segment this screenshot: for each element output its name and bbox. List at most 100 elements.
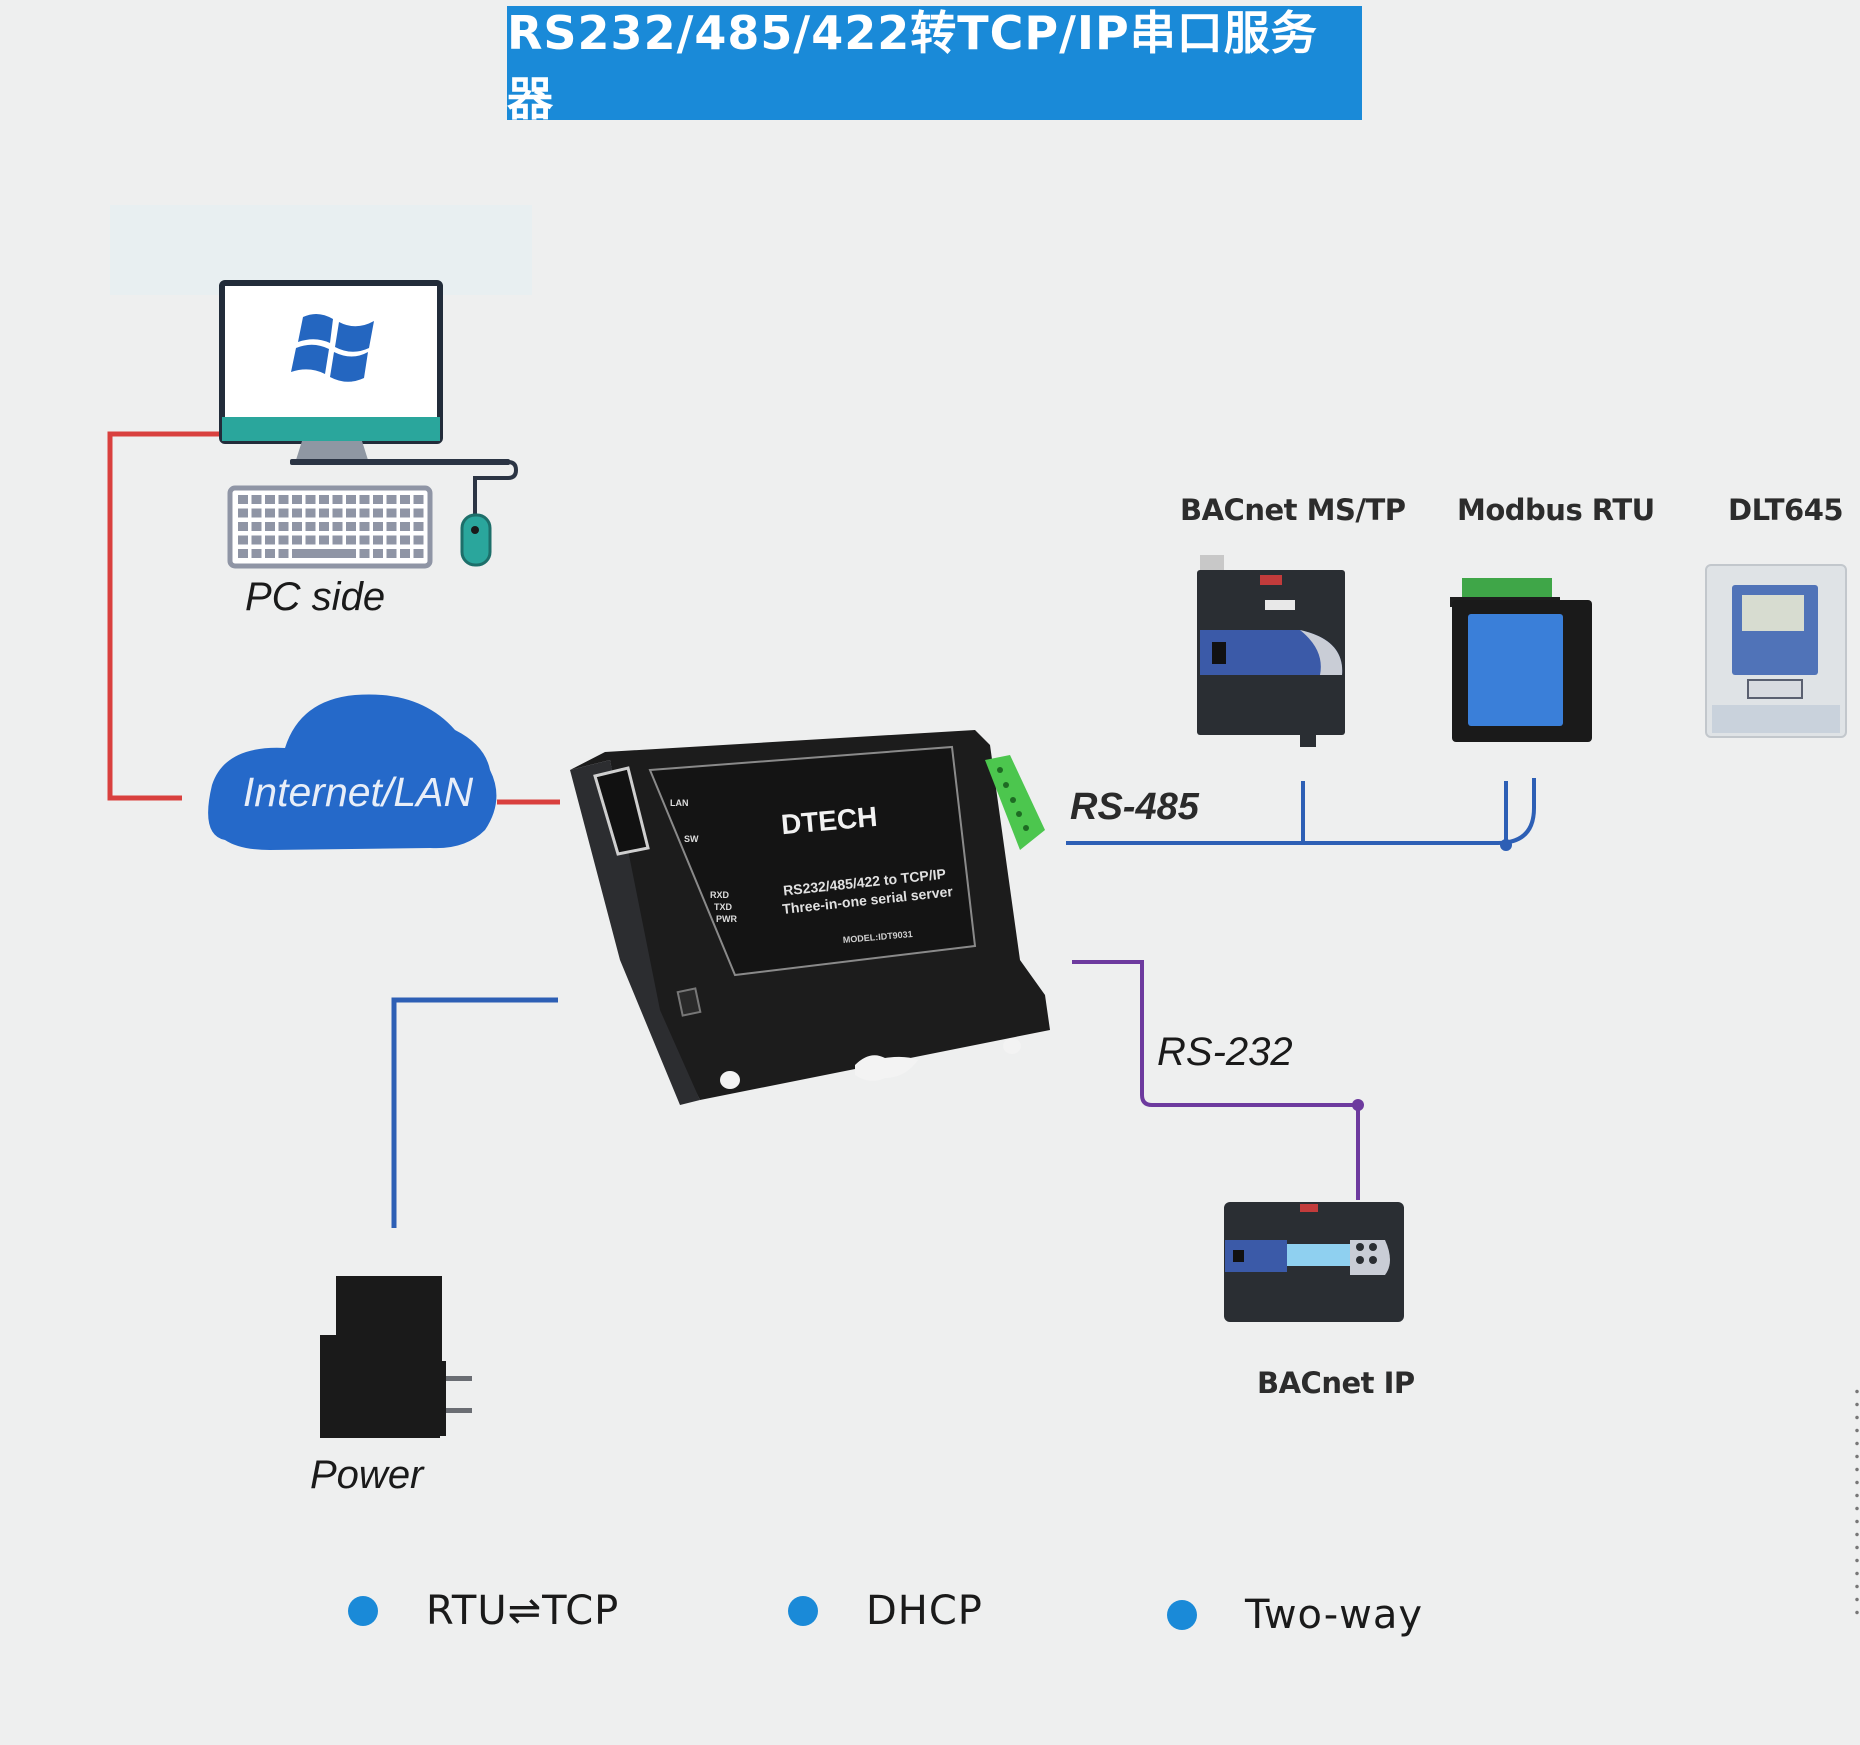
keyboard-key xyxy=(373,535,383,545)
keyboard-key xyxy=(359,495,370,504)
rs485-label: RS-485 xyxy=(1070,786,1199,828)
pc-monitor-icon xyxy=(219,280,519,525)
keyboard-key xyxy=(346,495,356,504)
pc-network-link xyxy=(107,431,222,801)
windows-logo-icon xyxy=(291,313,374,382)
keyboard-key xyxy=(359,535,370,545)
indicator-lan: LAN xyxy=(670,798,689,808)
page-edge-perforation xyxy=(1855,1385,1859,1615)
device-label-modbus-rtu: Modbus RTU xyxy=(1457,493,1655,527)
bullet-dot-icon xyxy=(348,1596,378,1626)
keyboard-key xyxy=(278,522,289,531)
power-link xyxy=(391,997,558,1228)
keyboard-key xyxy=(386,522,397,531)
device-label-dlt645: DLT645 xyxy=(1728,493,1844,527)
keyboard-key xyxy=(400,549,410,558)
network-label: Internet/LAN xyxy=(243,769,474,815)
keyboard-key xyxy=(278,535,289,545)
keyboard-key xyxy=(305,495,316,504)
device-label-bacnet-ip: BACnet IP xyxy=(1257,1366,1415,1400)
keyboard-key xyxy=(359,549,370,558)
terminal-block xyxy=(985,755,1045,850)
bacnet-mstp-device-icon xyxy=(1197,555,1345,747)
rs232-bus xyxy=(1072,960,1360,1200)
keyboard-key xyxy=(332,495,343,504)
page-title: RS232/485/422转TCP/IP串口服务器 xyxy=(507,6,1318,126)
keyboard-key xyxy=(400,522,410,531)
keyboard-key xyxy=(413,549,424,558)
keyboard-key xyxy=(346,522,356,531)
feature-item: RTU⇌TCP xyxy=(348,1588,619,1634)
keyboard-spacebar xyxy=(292,549,356,558)
bullet-dot-icon xyxy=(788,1596,818,1626)
keyboard-key xyxy=(265,495,275,504)
bullet-dot-icon xyxy=(1167,1600,1197,1630)
indicator-sw: SW xyxy=(684,834,699,844)
keyboard-key xyxy=(413,495,424,504)
keyboard-key xyxy=(346,535,356,545)
keyboard-key xyxy=(373,495,383,504)
feature-label: Two-way xyxy=(1245,1592,1424,1638)
keyboard-key xyxy=(386,508,397,518)
keyboard-key xyxy=(265,522,275,531)
keyboard-key xyxy=(238,508,248,518)
keyboard-key xyxy=(386,549,397,558)
keyboard-key xyxy=(400,495,410,504)
keyboard-key xyxy=(359,522,370,531)
keyboard-key xyxy=(319,508,329,518)
keyboard-key xyxy=(292,522,302,531)
keyboard-key xyxy=(251,535,262,545)
bacnet-ip-controller-icon xyxy=(1224,1202,1404,1322)
rs232-label: RS-232 xyxy=(1157,1030,1293,1074)
power-label: Power xyxy=(310,1453,424,1497)
keyboard-key xyxy=(265,549,275,558)
feature-label: RTU⇌TCP xyxy=(426,1588,620,1634)
keyboard-key xyxy=(373,522,383,531)
keyboard-key xyxy=(292,495,302,504)
keyboard-key xyxy=(292,535,302,545)
device-label-bacnet-mstp: BACnet MS/TP xyxy=(1180,493,1406,527)
keyboard-key xyxy=(292,508,302,518)
keyboard-key xyxy=(251,495,262,504)
dlt645-meter-icon xyxy=(1705,564,1847,738)
indicator-rxd: RXD xyxy=(710,890,730,900)
keyboard-key xyxy=(413,508,424,518)
keyboard-key xyxy=(305,535,316,545)
title-banner: RS232/485/422转TCP/IP串口服务器 xyxy=(507,6,1362,126)
keyboard-key xyxy=(332,535,343,545)
power-adapter-icon xyxy=(320,1276,472,1438)
indicator-pwr: PWR xyxy=(716,914,737,924)
mouse-icon xyxy=(460,513,492,567)
keyboard-key xyxy=(373,508,383,518)
keyboard-key xyxy=(386,495,397,504)
keyboard-key xyxy=(251,522,262,531)
keyboard-key xyxy=(238,535,248,545)
indicator-txd: TXD xyxy=(714,902,733,912)
keyboard-key xyxy=(278,495,289,504)
modbus-rtu-meter-icon xyxy=(1450,578,1592,742)
feature-label: DHCP xyxy=(866,1588,983,1634)
feature-item: Two-way xyxy=(1167,1592,1423,1638)
keyboard-key xyxy=(319,535,329,545)
keyboard-key xyxy=(373,549,383,558)
keyboard-key xyxy=(319,522,329,531)
keyboard-key xyxy=(400,535,410,545)
keyboard-key xyxy=(265,508,275,518)
keyboard-key xyxy=(238,495,248,504)
keyboard-key xyxy=(238,549,248,558)
cloud-icon xyxy=(208,694,497,850)
keyboard-key xyxy=(346,508,356,518)
keyboard-key xyxy=(413,535,424,545)
pc-side-label: PC side xyxy=(245,575,386,619)
keyboard-key xyxy=(332,522,343,531)
keyboard-key xyxy=(251,508,262,518)
keyboard-key xyxy=(238,522,248,531)
keyboard-key xyxy=(359,508,370,518)
rs485-bus xyxy=(1066,778,1536,845)
keyboard-key xyxy=(278,508,289,518)
keyboard-key xyxy=(305,522,316,531)
keyboard-key xyxy=(400,508,410,518)
keyboard-key xyxy=(332,508,343,518)
keyboard-key xyxy=(319,495,329,504)
